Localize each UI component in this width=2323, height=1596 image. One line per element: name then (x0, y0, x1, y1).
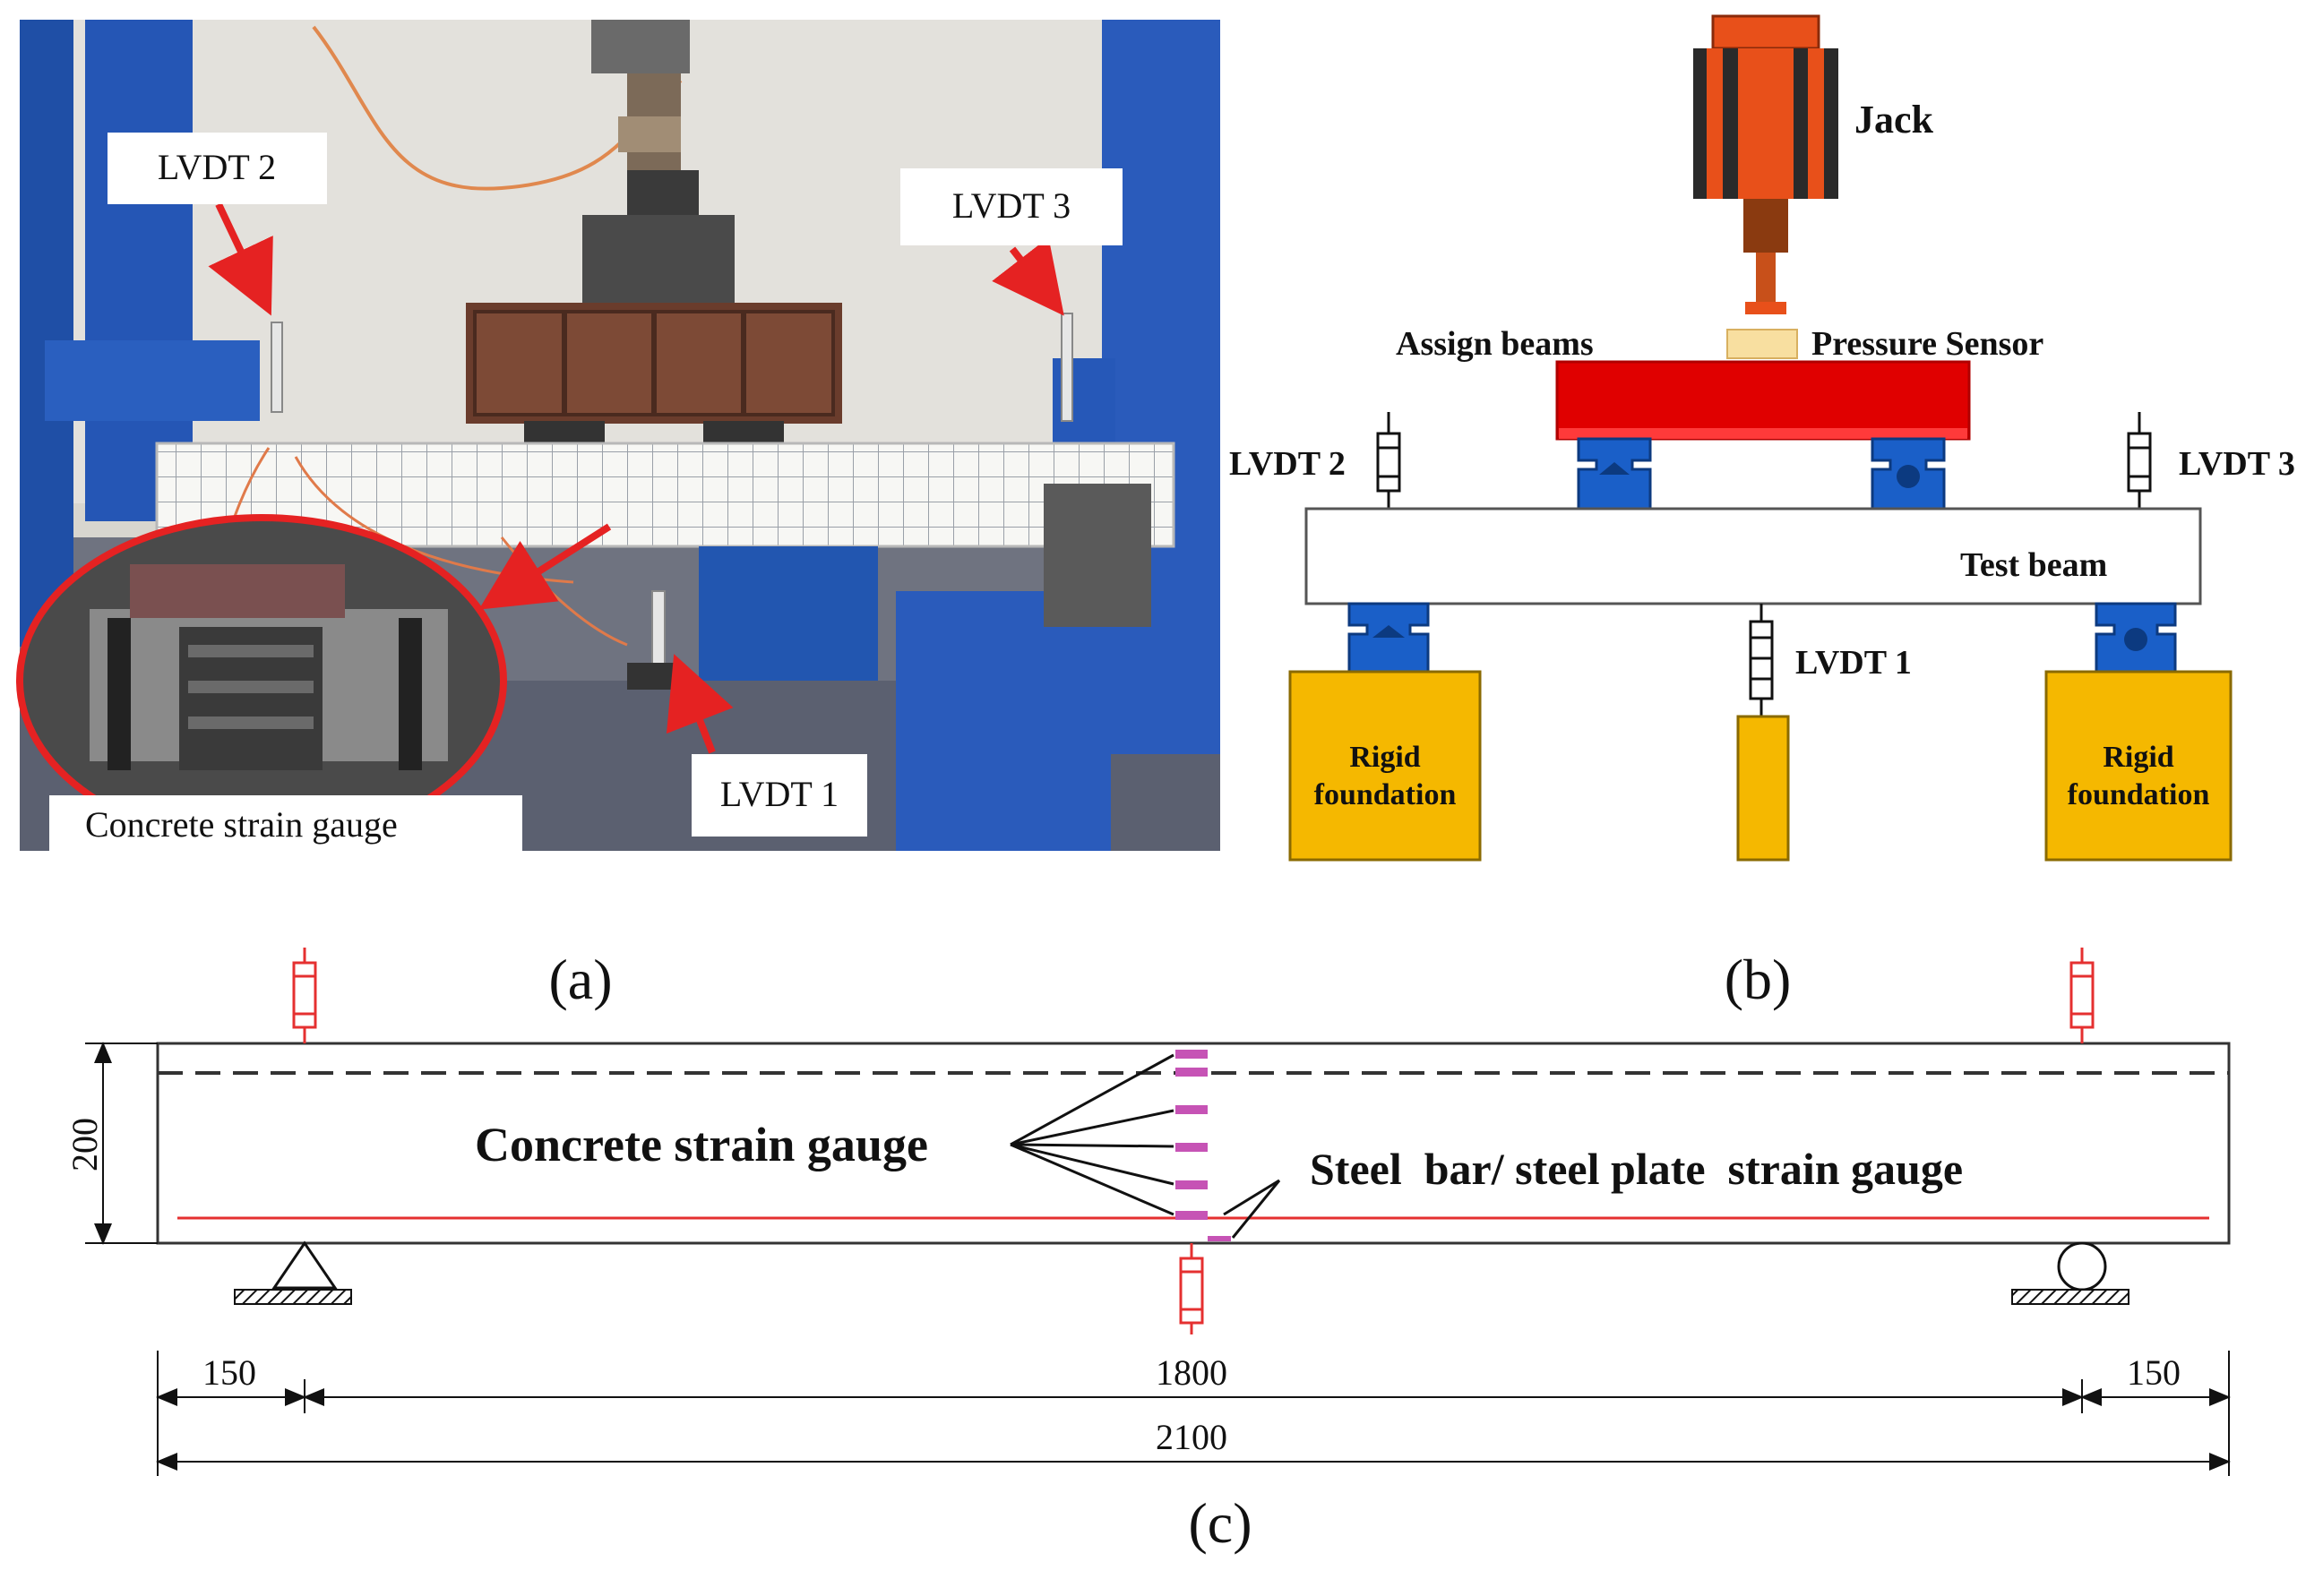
lvdt1-post (1736, 715, 1790, 862)
label-foundation-right: foundation (2068, 778, 2210, 811)
pressure-sensor (1726, 329, 1798, 359)
rigid-foundation-right (2044, 670, 2233, 862)
label-steel-gauge: Steel bar/ steel plate strain gauge (1310, 1144, 1963, 1194)
span-dimensions (156, 1351, 2231, 1476)
caption-a: (a) (548, 948, 612, 1011)
upper-support-left (1577, 437, 1652, 511)
dim-left: 150 (202, 1352, 256, 1393)
panel-b-schematic: Jack Pressure Sensor Assign beams (1229, 14, 2295, 862)
dim-right: 150 (2127, 1352, 2181, 1393)
label-lvdt2: LVDT 2 (1229, 445, 1346, 483)
photo-label-concrete-gauge: Concrete strain gauge (85, 804, 398, 845)
label-test-beam: Test beam (1960, 546, 2107, 584)
label-rigid-right: Rigid (2103, 741, 2173, 774)
lvdt-top-left (292, 948, 317, 1043)
photo-label-lvdt1: LVDT 1 (720, 774, 839, 814)
arrow-lvdt3 (992, 236, 1064, 316)
lvdt3-symbol (2127, 412, 2152, 509)
label-rigid-left: Rigid (1349, 741, 1420, 774)
roller-support (2011, 1241, 2129, 1305)
arrow-gauge (478, 523, 612, 610)
height-dimension (85, 1042, 158, 1245)
photo-label-lvdt2: LVDT 2 (158, 147, 276, 187)
assign-beam (1555, 360, 1971, 441)
label-pressure-sensor: Pressure Sensor (1811, 325, 2043, 363)
jack (1693, 14, 1838, 314)
label-lvdt3: LVDT 3 (2179, 445, 2295, 483)
label-foundation-left: foundation (1314, 778, 1457, 811)
test-beam (1304, 507, 2202, 605)
arrow-lvdt2 (208, 202, 273, 316)
lvdt1-symbol (1749, 604, 1774, 716)
gauge-leaders (1010, 1053, 1281, 1239)
caption-c: (c) (1188, 1491, 1252, 1555)
label-assign-beams: Assign beams (1396, 325, 1594, 363)
dim-height: 200 (65, 1118, 105, 1171)
label-concrete-gauge: Concrete strain gauge (475, 1118, 928, 1171)
photo-label-lvdt3: LVDT 3 (952, 185, 1071, 226)
concrete-gauges (1175, 1050, 1231, 1241)
dim-total: 2100 (1156, 1417, 1227, 1457)
dim-span: 1800 (1156, 1352, 1227, 1393)
lvdt-mid (1179, 1243, 1204, 1334)
lvdt-top-right (2069, 948, 2095, 1043)
lvdt2-symbol (1376, 412, 1401, 509)
lower-support-left (1347, 602, 1430, 674)
panel-c-drawing: Concrete strain gauge Steel bar/ steel p… (65, 948, 2231, 1476)
rigid-foundation-left (1288, 670, 1482, 862)
label-jack: Jack (1854, 98, 1934, 142)
lower-support-right (2095, 602, 2177, 674)
panel-a-photo: LVDT 2 LVDT 3 LVDT 1 Concrete strain gau… (16, 20, 1220, 851)
arrow-lvdt1 (666, 654, 734, 754)
pin-support (234, 1240, 352, 1305)
caption-b: (b) (1725, 948, 1792, 1011)
upper-support-right (1871, 437, 1946, 511)
label-lvdt1: LVDT 1 (1795, 644, 1912, 682)
